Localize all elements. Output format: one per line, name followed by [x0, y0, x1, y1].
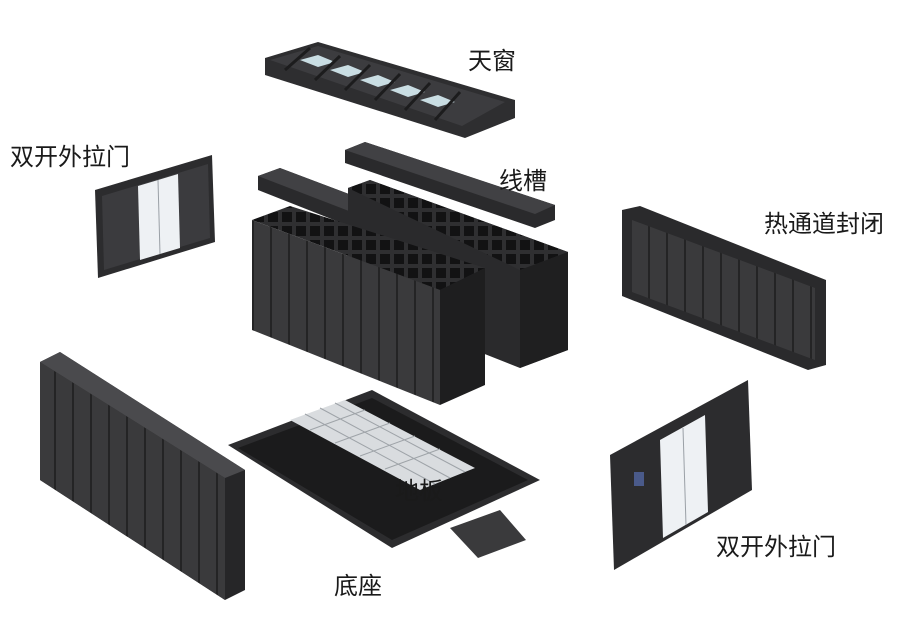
side-panel-component — [40, 352, 245, 600]
hot-aisle-containment-component — [622, 206, 826, 370]
label-door-right: 双开外拉门 — [716, 533, 836, 561]
rack-front-row — [252, 206, 485, 405]
label-base: 底座 — [334, 572, 382, 600]
label-skylight: 天窗 — [468, 47, 516, 75]
base-and-floor-component — [228, 390, 540, 558]
right-double-door-component — [610, 380, 752, 570]
left-double-door-component — [95, 155, 215, 278]
label-door-left: 双开外拉门 — [10, 143, 130, 171]
label-floor: 地板 — [395, 477, 443, 505]
label-cable-tray: 线槽 — [499, 167, 547, 195]
skylight-component — [265, 42, 515, 138]
label-hot-aisle-containment: 热通道封闭 — [764, 210, 884, 238]
